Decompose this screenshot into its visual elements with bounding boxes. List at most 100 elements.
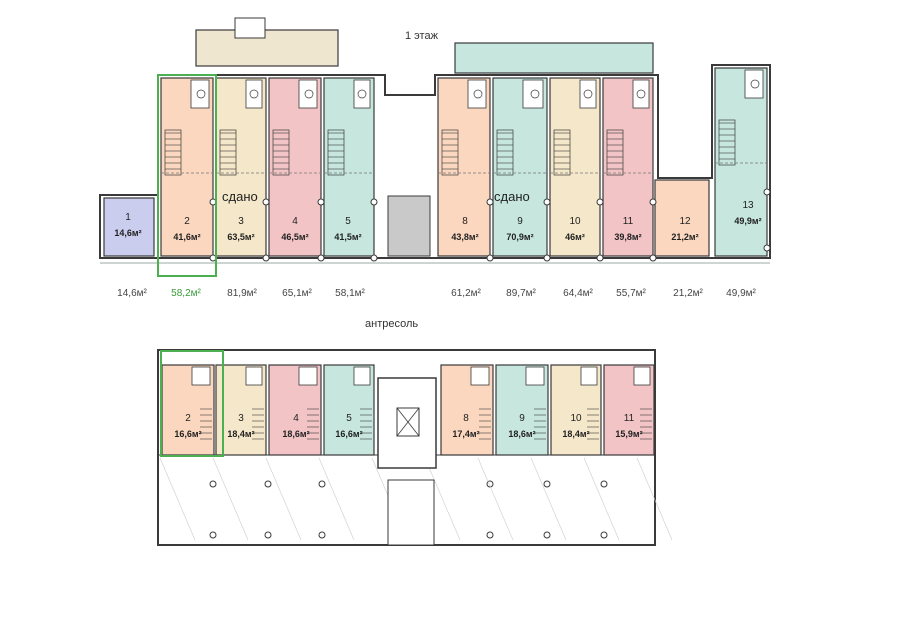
sink-icon <box>636 89 646 99</box>
unit-area: 39,8м² <box>614 232 641 242</box>
unit-number: 5 <box>345 216 351 227</box>
total-area-label: 55,7м² <box>616 288 646 299</box>
unit-area: 16,6м² <box>174 429 201 439</box>
unit-area: 18,4м² <box>562 429 589 439</box>
void-hatch <box>212 457 249 541</box>
unit-number: 3 <box>238 216 244 227</box>
unit-area: 70,9м² <box>506 232 533 242</box>
core-block <box>387 195 431 257</box>
column-icon <box>318 480 326 488</box>
total-area-label: 61,2м² <box>451 288 481 299</box>
highlight-frame-mezzanine <box>160 350 224 457</box>
unit-fill <box>103 197 155 257</box>
sink-icon <box>357 89 367 99</box>
status-rented-left: сдано <box>222 189 258 204</box>
sink-icon <box>750 79 760 89</box>
unit-number: 8 <box>463 413 469 424</box>
sink-icon <box>583 89 593 99</box>
wc-block <box>298 366 318 386</box>
wc-block <box>245 366 263 386</box>
unit-number: 4 <box>292 216 298 227</box>
unit-area: 43,8м² <box>451 232 478 242</box>
unit-mezzanine-8[interactable]: 8 17,4м² <box>440 364 494 456</box>
status-rented-right: сдано <box>494 189 530 204</box>
unit-area: 15,9м² <box>615 429 642 439</box>
sink-icon <box>473 89 483 99</box>
stair-icon <box>718 119 736 166</box>
total-area-label: 49,9м² <box>726 288 756 299</box>
floor1-title: 1 этаж <box>405 30 438 42</box>
wc-block <box>632 79 650 109</box>
unit-number: 2 <box>185 413 191 424</box>
terrace-right <box>454 42 654 74</box>
wc-block <box>470 366 490 386</box>
column-icon <box>318 531 326 539</box>
void-hatch <box>583 457 620 541</box>
void-hatch <box>530 457 567 541</box>
column-icon <box>763 188 771 196</box>
column-icon <box>317 254 325 262</box>
unit-number: 10 <box>569 216 581 227</box>
wc-block <box>298 79 318 109</box>
void-hatch <box>636 457 673 541</box>
total-area-label: 58,1м² <box>335 288 365 299</box>
unit-number: 1 <box>125 212 131 223</box>
column-icon <box>262 254 270 262</box>
column-icon <box>264 531 272 539</box>
void-hatch <box>424 457 461 541</box>
highlight-frame-floor1 <box>157 74 217 277</box>
column-icon <box>486 198 494 206</box>
wc-block <box>633 366 651 386</box>
column-icon <box>763 244 771 252</box>
unit-number: 12 <box>679 216 691 227</box>
sink-icon <box>196 89 206 99</box>
unit-floor1-1[interactable]: 1 14,6м² <box>103 197 155 257</box>
stair-icon <box>164 129 182 176</box>
unit-number: 10 <box>570 413 582 424</box>
unit-number: 2 <box>184 216 190 227</box>
void-hatch <box>318 457 355 541</box>
unit-area: 46м² <box>565 232 585 242</box>
column-icon <box>543 198 551 206</box>
column-icon <box>209 480 217 488</box>
column-icon <box>262 198 270 206</box>
unit-area: 18,6м² <box>282 429 309 439</box>
unit-area: 41,6м² <box>173 232 200 242</box>
mezzanine-void <box>387 479 435 546</box>
unit-number: 8 <box>462 216 468 227</box>
column-icon <box>600 531 608 539</box>
stair-icon <box>606 129 624 176</box>
wc-block <box>191 366 211 386</box>
wc-block <box>190 79 210 109</box>
column-icon <box>543 254 551 262</box>
wc-block <box>525 366 545 386</box>
unit-area: 41,5м² <box>334 232 361 242</box>
unit-area: 18,4м² <box>227 429 254 439</box>
floor1-outline <box>99 64 771 259</box>
stair-icon <box>272 129 290 176</box>
mezzanine-title: антресоль <box>365 318 419 330</box>
stair-icon <box>441 129 459 176</box>
wc-block <box>522 79 544 109</box>
wc-block <box>744 69 764 99</box>
unit-area: 16,6м² <box>335 429 362 439</box>
unit-area: 17,4м² <box>452 429 479 439</box>
column-icon <box>600 480 608 488</box>
void-hatch <box>477 457 514 541</box>
unit-number: 4 <box>293 413 299 424</box>
wc-block <box>245 79 263 109</box>
unit-area: 14,6м² <box>114 228 141 238</box>
total-area-label: 21,2м² <box>673 288 703 299</box>
column-icon <box>596 198 604 206</box>
terrace-left <box>195 29 339 67</box>
total-area-label: 58,2м² <box>171 288 201 299</box>
unit-area: 18,6м² <box>508 429 535 439</box>
wc-block <box>467 79 487 109</box>
column-icon <box>370 254 378 262</box>
stair-icon <box>553 129 571 176</box>
unit-area: 63,5м² <box>227 232 254 242</box>
wc-block <box>580 366 598 386</box>
column-icon <box>486 531 494 539</box>
